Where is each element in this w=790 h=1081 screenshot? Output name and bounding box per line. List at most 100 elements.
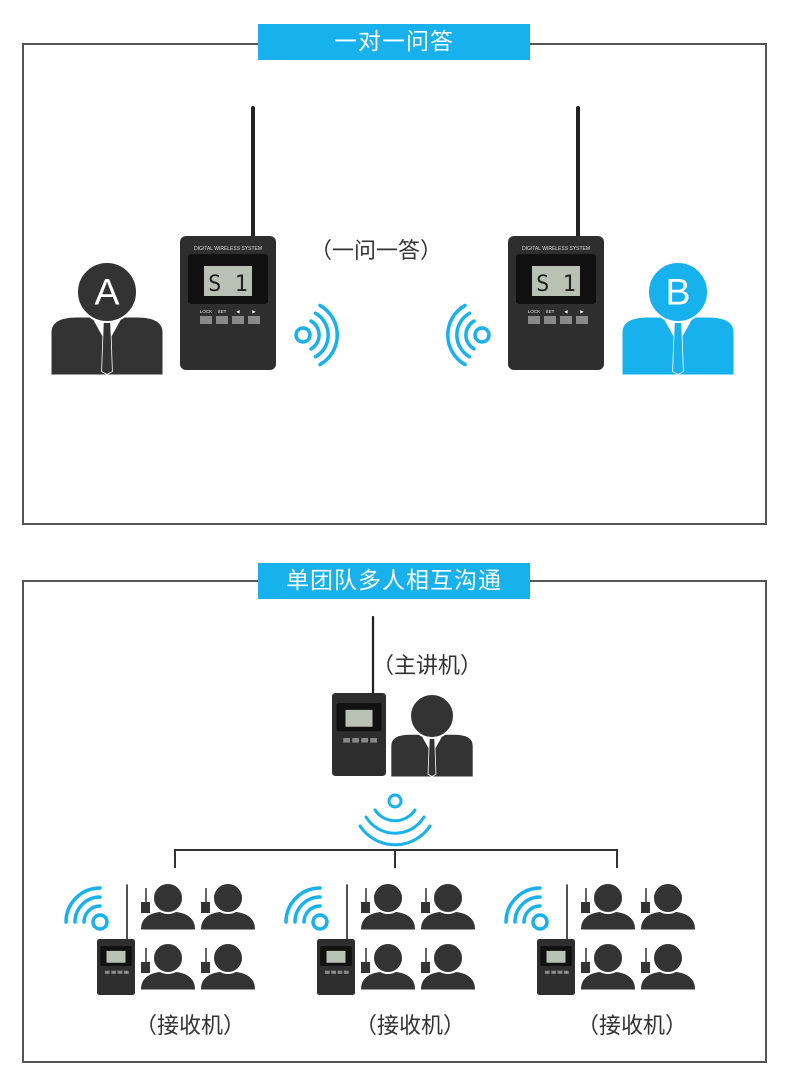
device-button-label: SET [218,309,227,314]
person-a: A [51,261,163,375]
listener-person [361,942,415,990]
tie-icon [101,321,113,375]
device-button-label: ▶ [252,309,256,314]
wireless-waves-a [294,303,339,367]
person-letter: B [665,271,690,313]
listener-with-receiver [141,888,150,913]
wifi-icon [64,886,109,931]
device-b: DIGITAL WIRELESS SYSTEM S 1 LOCK SET ◀ ▶ [508,106,604,370]
host-device-label: （主讲机） [372,654,483,679]
device-button [331,970,336,974]
listener-with-receiver [361,948,370,973]
device-button [544,316,556,324]
mini-receiver-icon [641,962,650,973]
person-head-icon [152,882,184,914]
listener-with-receiver [141,948,150,973]
person-head-icon [647,261,709,323]
device-button-label: LOCK [200,309,212,314]
wifi-icon [504,886,549,931]
tie-icon [672,321,684,375]
receiver-group-3 [504,882,695,995]
broadcast-waves [358,793,432,847]
receiver-device [537,884,575,995]
device-button-label: SET [546,309,555,314]
device-button [248,316,260,324]
lcd-screen [204,266,252,296]
person-head-icon [432,942,464,974]
lcd-screen [345,709,373,727]
device-brand: DIGITAL WIRELESS SYSTEM [194,246,262,252]
person-head-icon [409,693,455,739]
mini-receiver-icon [141,962,150,973]
person-body-icon [201,971,255,990]
person-head-icon [592,942,624,974]
listener-with-receiver [421,888,430,913]
person-head-icon [152,942,184,974]
device-button [557,970,563,974]
listener-with-receiver [201,948,210,973]
listener-person [141,942,195,990]
mini-receiver-icon [421,962,430,973]
person-head-icon [432,882,464,914]
receiver-group-2 [284,882,475,995]
device-button-label: ◀ [564,309,568,314]
person-head-icon [372,882,404,914]
listener-person [641,942,695,990]
tie-icon [427,737,437,777]
listener-person [581,942,635,990]
device-button [370,738,377,743]
listener-person [201,882,255,930]
person-body-icon [201,911,255,930]
listener-person [201,942,255,990]
device-button [111,970,116,974]
person-b: B [622,261,734,375]
distribution-tree [174,849,618,868]
receiver-label-1: （接收机） [135,1014,246,1039]
device-button [551,970,556,974]
listener-with-receiver [581,948,590,973]
listener-with-receiver [641,948,650,973]
receiver-device [317,884,355,995]
mini-receiver-icon [581,962,590,973]
device-button [216,316,228,324]
device-button [123,970,129,974]
listener-person [421,882,475,930]
device-button [200,316,212,324]
lcd-readout: S 1 [536,272,576,297]
person-head-icon [652,942,684,974]
device-button [361,738,368,743]
listener-person [581,882,635,930]
device-button [528,316,540,324]
receiver-device [97,884,135,995]
mini-receiver-icon [201,902,210,913]
device-button-label: ▶ [580,309,584,314]
device-button-label: LOCK [528,309,540,314]
section-title-team: 单团队多人相互沟通 [258,563,530,599]
listener-person [421,942,475,990]
receiver-group-1 [64,882,255,995]
section-title-one-to-one: 一对一问答 [258,24,530,60]
lcd-readout: S 1 [208,272,248,297]
listener-with-receiver [201,888,210,913]
device-button [232,316,244,324]
person-head-icon [592,882,624,914]
person-body-icon [141,911,195,930]
host-person [391,693,473,777]
person-body-icon [141,971,195,990]
listener-person [641,882,695,930]
person-head-icon [652,882,684,914]
person-letter: A [94,271,119,313]
person-head-icon [372,942,404,974]
device-brand: DIGITAL WIRELESS SYSTEM [522,246,590,252]
listener-with-receiver [361,888,370,913]
lcd-screen [326,950,346,963]
mini-receiver-icon [361,902,370,913]
device-button [337,970,343,974]
person-body-icon [361,971,415,990]
device-button [104,970,110,974]
wifi-icon [284,886,329,931]
lcd-screen [532,266,580,296]
listener-with-receiver [421,948,430,973]
